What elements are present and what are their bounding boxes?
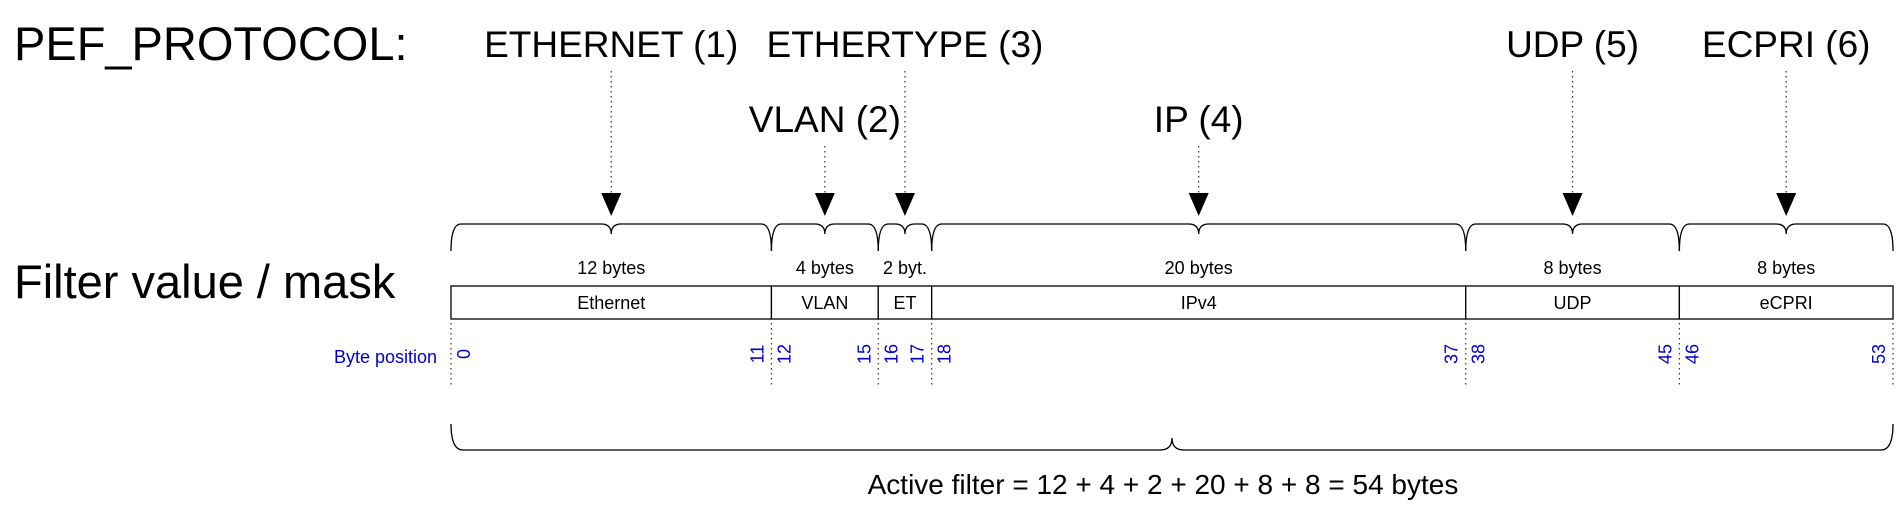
field-ecpri: eCPRI 8 bytes 46 53 [1678, 223, 1894, 364]
protocol-label-udp: UDP (5) [1506, 24, 1639, 65]
protocol-vlan: VLAN (2) [749, 99, 901, 216]
field-brace-vlan [770, 223, 879, 252]
active-filter-summary: Active filter = 12 + 4 + 2 + 20 + 8 + 8 … [868, 469, 1459, 500]
field-vlan: VLAN 4 bytes 12 15 [770, 223, 879, 364]
protocol-arrow-ecpri [1776, 193, 1797, 216]
byte-start-ipv4: 18 [935, 344, 955, 364]
field-brace-udp [1465, 223, 1681, 252]
field-box-vlan [770, 285, 879, 320]
field-ipv4: IPv4 20 bytes 18 37 [931, 223, 1467, 364]
byte-start-udp: 38 [1469, 344, 1489, 364]
field-name-ecpri: eCPRI [1760, 293, 1813, 313]
dotted-guides [450, 323, 1894, 388]
protocol-label-ecpri: ECPRI (6) [1702, 24, 1871, 65]
field-name-vlan: VLAN [801, 293, 848, 313]
field-name-ethernet: Ethernet [577, 293, 645, 313]
byte-start-ethernet: 0 [454, 349, 474, 359]
field-size-ipv4: 20 bytes [1165, 258, 1233, 278]
field-ethernet: Ethernet 12 bytes 0 11 [450, 223, 773, 364]
field-box-udp [1465, 285, 1681, 320]
protocol-arrow-vlan [814, 193, 835, 216]
byte-start-vlan: 12 [774, 344, 794, 364]
byte-start-et: 16 [881, 344, 901, 364]
field-size-vlan: 4 bytes [796, 258, 854, 278]
byte-end-ecpri: 53 [1869, 344, 1889, 364]
byte-start-ecpri: 46 [1682, 344, 1702, 364]
protocol-markers: ETHERNET (1) VLAN (2) ETHERTYPE (3) IP (4) U… [484, 24, 1870, 216]
field-size-udp: 8 bytes [1544, 258, 1602, 278]
field-brace-ethernet [450, 223, 773, 252]
field-brace-ipv4 [931, 223, 1467, 252]
protocol-ethernet: ETHERNET (1) [484, 24, 738, 216]
protocol-label-ethertype: ETHERTYPE (3) [767, 24, 1044, 65]
protocol-arrow-ethernet [601, 193, 622, 216]
protocol-ecpri: ECPRI (6) [1702, 24, 1871, 216]
total-length-brace [450, 423, 1894, 451]
pef-protocol-title: PEF_PROTOCOL: [14, 17, 408, 70]
protocol-arrow-ethertype [894, 193, 915, 216]
byte-end-et: 17 [908, 344, 928, 364]
field-udp: UDP 8 bytes 38 45 [1465, 223, 1681, 364]
byte-position-label: Byte position [334, 347, 437, 367]
protocol-udp: UDP (5) [1506, 24, 1639, 216]
filter-fields: Ethernet 12 bytes 0 11 VLAN 4 bytes 12 15 ET 2 by… [450, 223, 1894, 364]
protocol-ethertype: ETHERTYPE (3) [767, 24, 1044, 216]
filter-value-mask-title: Filter value / mask [14, 255, 396, 308]
field-size-ecpri: 8 bytes [1757, 258, 1815, 278]
protocol-label-ip: IP (4) [1154, 99, 1244, 140]
field-name-udp: UDP [1554, 293, 1592, 313]
field-box-et [877, 285, 933, 320]
byte-end-ipv4: 37 [1442, 344, 1462, 364]
field-box-ipv4 [931, 285, 1467, 320]
field-size-ethernet: 12 bytes [577, 258, 645, 278]
protocol-label-ethernet: ETHERNET (1) [484, 24, 738, 65]
field-brace-ecpri [1678, 223, 1894, 252]
field-size-et: 2 byt. [883, 258, 927, 278]
protocol-label-vlan: VLAN (2) [749, 99, 901, 140]
field-box-ecpri [1678, 285, 1894, 320]
byte-end-udp: 45 [1655, 344, 1675, 364]
protocol-arrow-ip [1188, 193, 1209, 216]
protocol-arrow-udp [1562, 193, 1583, 216]
field-name-et: ET [893, 293, 916, 313]
byte-end-ethernet: 11 [747, 345, 767, 364]
protocol-ip: IP (4) [1154, 99, 1244, 216]
field-brace-et [877, 223, 933, 252]
field-et: ET 2 byt. 16 17 [877, 223, 933, 364]
field-name-ipv4: IPv4 [1181, 293, 1217, 313]
byte-end-vlan: 15 [854, 344, 874, 364]
